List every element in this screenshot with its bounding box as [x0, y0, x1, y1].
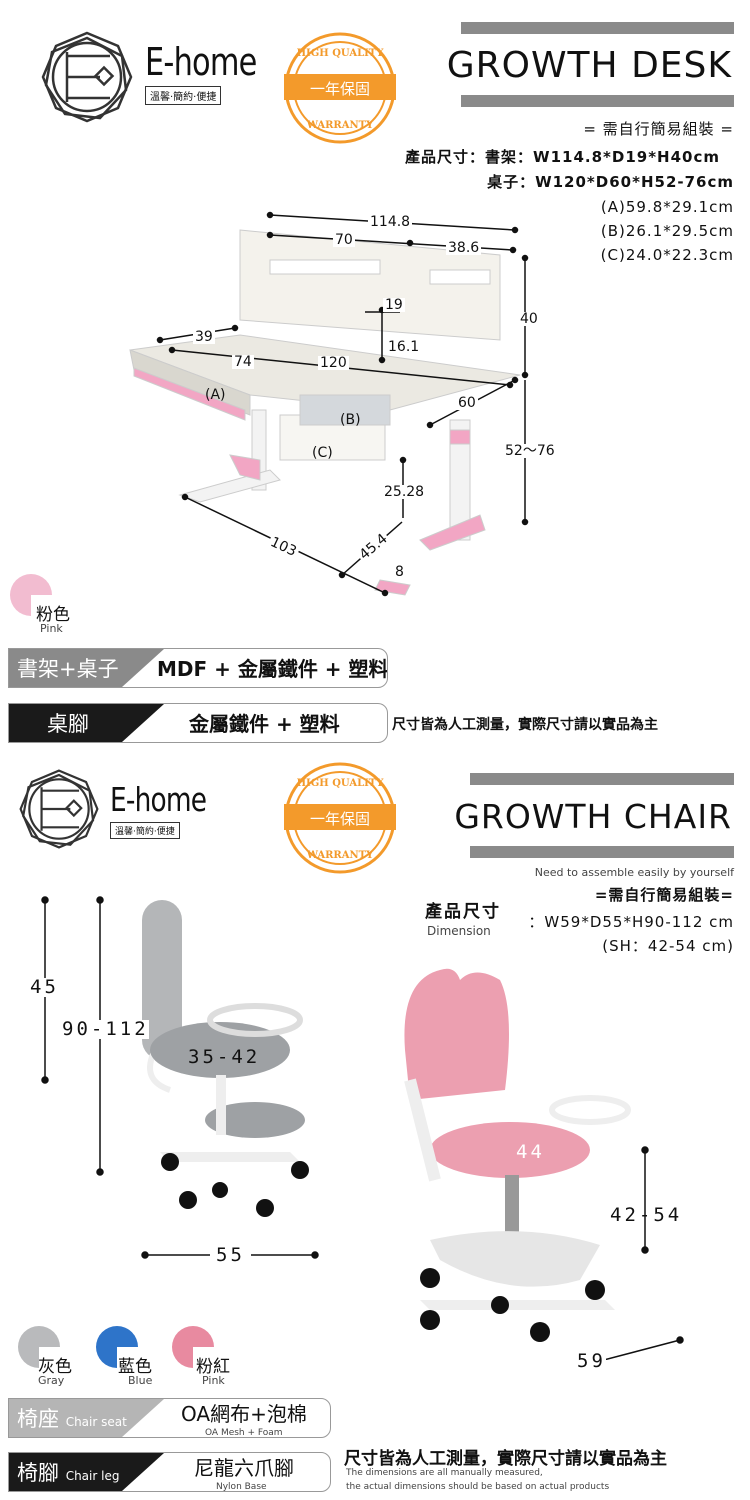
desk-assembly-note: = 需自行簡易組裝 = — [583, 120, 734, 138]
dim-shelf-height: 40 — [518, 311, 540, 327]
chair-color-swatch-blue[interactable] — [96, 1326, 139, 1369]
dim-shelf-depth: 19 — [383, 297, 405, 313]
chair-color-en: Pink — [202, 1374, 225, 1387]
chair-title: GROWTH CHAIR — [454, 797, 732, 836]
pink-chair-illustration — [404, 968, 684, 1360]
chair-color-swatch-gray[interactable] — [18, 1326, 61, 1369]
dim-chair-back: 45 — [30, 976, 59, 998]
e-home-logo-icon — [41, 31, 133, 123]
chair-material-row-2: 椅腳 Chair leg 尼龍六爪腳 Nylon Base — [8, 1452, 331, 1492]
title-bar-bottom — [461, 95, 734, 107]
badge-bottom-text: WARRANTY — [306, 120, 374, 131]
dim-desk-height: 52～76 — [503, 443, 557, 459]
dim-chair-base: 55 — [210, 1246, 251, 1265]
warranty-badge-icon: HIGH QUALITY 一年保固 WARRANTY — [284, 762, 396, 874]
chair-color-cn: 粉紅 — [196, 1357, 230, 1377]
material-label-en: Chair seat — [65, 1415, 127, 1429]
drawer-a-size: (A)59.8*29.1cm — [600, 198, 734, 216]
desk-color-cn: 粉色 — [36, 605, 70, 625]
dim-desk-width: 120 — [318, 355, 349, 371]
dim-chair-height: 90-112 — [62, 1018, 149, 1040]
material-value: 金屬鐵件 + 塑料 — [189, 712, 340, 736]
badge-bottom-text: WARRANTY — [306, 850, 374, 861]
chair-size: ：W59*D55*H90-112 cm — [528, 913, 734, 931]
chair-color-cn: 灰色 — [38, 1357, 72, 1377]
warranty-badge-icon: HIGH QUALITY 一年保固 WARRANTY — [284, 32, 396, 144]
dim-foot: 8 — [393, 564, 406, 580]
chair-color-en: Blue — [128, 1374, 153, 1387]
drawer-c-label: (C) — [312, 445, 333, 461]
gray-chair-illustration — [41, 896, 319, 1259]
dim-tilt-width: 74 — [232, 354, 254, 370]
material-value-en: OA Mesh + Foam — [205, 1428, 283, 1438]
title-bar-bottom — [470, 846, 734, 858]
brand-name: E-home — [110, 780, 207, 819]
brand-tagline: 溫馨·簡約·便捷 — [145, 86, 222, 105]
material-label: 書架+桌子 — [9, 649, 164, 687]
chair-measure-note-en-1: The dimensions are all manually measured… — [346, 1468, 543, 1478]
growth-desk-illustration — [129, 211, 529, 597]
material-value-en: Nylon Base — [216, 1482, 267, 1492]
chair-material-row-1: 椅座 Chair seat OA網布+泡棉 OA Mesh + Foam — [8, 1398, 331, 1438]
badge-center-text: 一年保固 — [310, 80, 370, 98]
chair-assembly-note: =需自行簡易組裝= — [594, 886, 734, 904]
dim-shelf-right: 38.6 — [446, 240, 482, 256]
dim-seat-width: 44 — [516, 1141, 545, 1163]
desk-size-shelf: 產品尺寸：書架：W114.8*D19*H40cm — [405, 148, 720, 166]
dim-shelf-left: 70 — [333, 232, 355, 248]
dim-shelf-width: 114.8 — [368, 214, 413, 230]
brand-name: E-home — [145, 40, 257, 84]
material-label: 椅腳 Chair leg — [9, 1453, 164, 1491]
chair-size-cn: 產品尺寸 — [425, 902, 501, 922]
dim-desk-depth: 60 — [456, 395, 478, 411]
drawer-b-label: (B) — [340, 412, 361, 428]
desk-color-en: Pink — [40, 622, 63, 635]
desk-material-row-2: 桌腳 金屬鐵件 + 塑料 — [8, 703, 388, 743]
chair-color-swatch-pink[interactable] — [172, 1326, 215, 1369]
material-label-en: Chair leg — [65, 1469, 120, 1483]
material-label: 椅座 Chair seat — [9, 1399, 164, 1437]
title-bar-top — [461, 22, 734, 34]
dim-tilt-top: 39 — [193, 329, 215, 345]
badge-center-text: 一年保固 — [310, 810, 370, 828]
material-value: OA網布+泡棉 — [181, 1402, 307, 1426]
material-label: 桌腳 — [9, 704, 164, 742]
title-bar-top — [470, 773, 734, 785]
material-label-cn: 椅腳 — [17, 1461, 59, 1485]
dim-seat-height: 42-54 — [610, 1204, 683, 1226]
chair-color-en: Gray — [38, 1374, 65, 1387]
dim-leg-height: 25.28 — [382, 484, 427, 500]
badge-top-text: HIGH QUALITY — [297, 778, 385, 789]
desk-size-table: 桌子：W120*D60*H52-76cm — [487, 173, 734, 191]
chair-seat-height: (SH：42-54 cm) — [602, 937, 734, 955]
chair-size-en: Dimension — [427, 924, 491, 938]
brand-tagline: 溫馨·簡約·便捷 — [110, 822, 180, 839]
chair-assembly-en: Need to assemble easily by yourself — [534, 866, 734, 879]
dim-seat-depth: 35-42 — [188, 1046, 261, 1068]
e-home-logo-icon — [19, 769, 99, 849]
drawer-a-label: (A) — [205, 387, 226, 403]
dim-chair-width: 59 — [577, 1350, 606, 1372]
desk-color-swatch-pink[interactable] — [10, 574, 53, 617]
chair-color-cn: 藍色 — [118, 1357, 152, 1377]
drawer-b-size: (B)26.1*29.5cm — [600, 222, 734, 240]
desk-measure-note: 尺寸皆為人工測量，實際尺寸請以實品為主 — [392, 717, 658, 733]
chair-measure-note: 尺寸皆為人工測量，實際尺寸請以實品為主 — [344, 1449, 667, 1469]
dim-compartment: 16.1 — [386, 339, 422, 355]
badge-top-text: HIGH QUALITY — [297, 48, 385, 59]
material-value: MDF + 金屬鐵件 + 塑料 — [157, 657, 388, 681]
material-value: 尼龍六爪腳 — [194, 1456, 294, 1480]
drawer-c-size: (C)24.0*22.3cm — [600, 246, 734, 264]
desk-material-row-1: 書架+桌子 MDF + 金屬鐵件 + 塑料 — [8, 648, 388, 688]
chair-measure-note-en-2: the actual dimensions should be based on… — [346, 1482, 610, 1492]
material-label-cn: 椅座 — [17, 1407, 59, 1431]
desk-title: GROWTH DESK — [446, 45, 732, 86]
